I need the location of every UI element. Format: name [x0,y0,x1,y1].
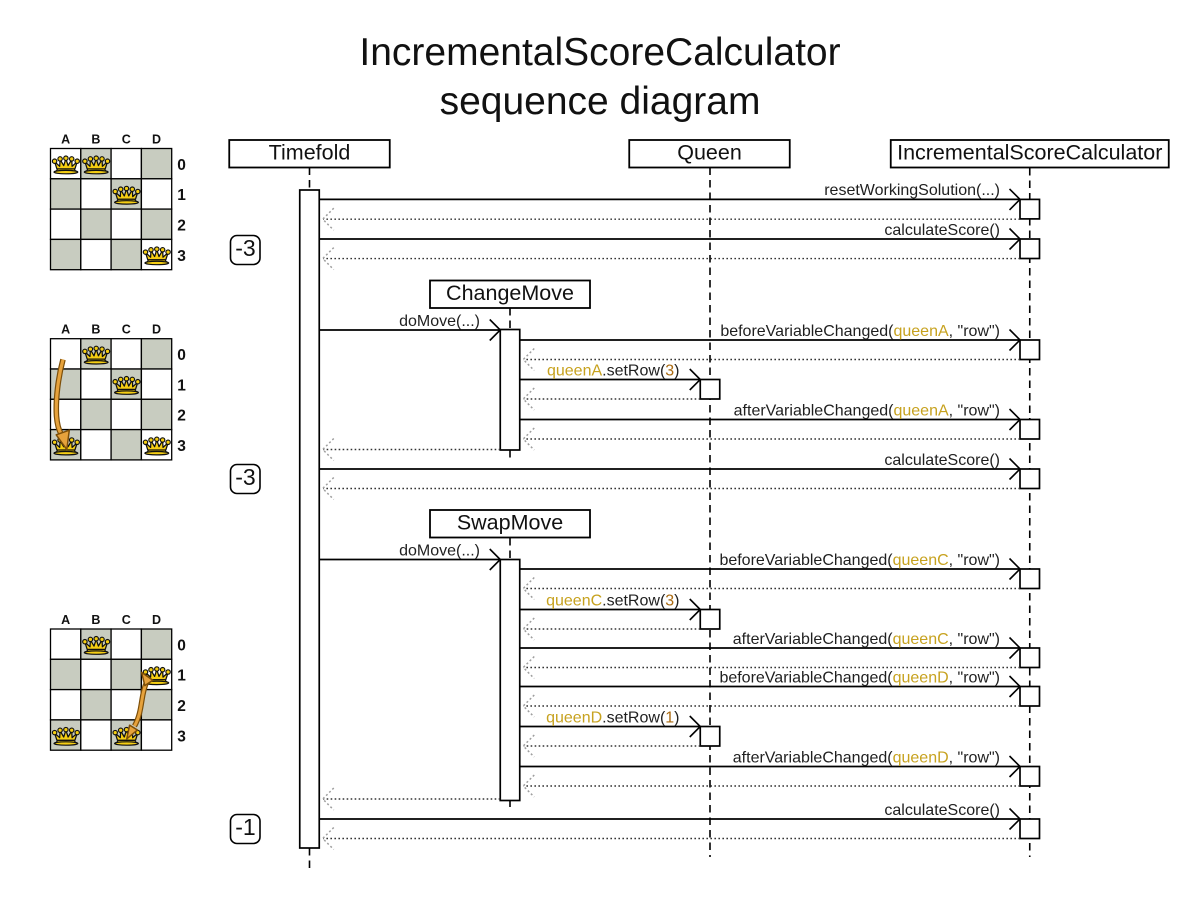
svg-text:IncrementalScoreCalculator: IncrementalScoreCalculator [359,31,840,74]
svg-text:2: 2 [177,698,186,715]
svg-text:D: D [152,613,161,627]
svg-text:-3: -3 [235,235,255,261]
svg-text:IncrementalScoreCalculator: IncrementalScoreCalculator [897,140,1162,164]
svg-text:afterVariableChanged(queenD, ": afterVariableChanged(queenD, "row") [733,749,1000,766]
svg-text:0: 0 [177,347,186,364]
svg-text:ChangeMove: ChangeMove [446,281,574,305]
svg-text:C: C [122,323,131,337]
svg-text:queenD.setRow(1): queenD.setRow(1) [546,709,679,726]
svg-text:Timefold: Timefold [269,140,351,164]
svg-text:C: C [122,613,131,627]
svg-text:calculateScore(): calculateScore() [884,802,1000,819]
svg-text:Queen: Queen [677,140,742,164]
svg-text:beforeVariableChanged(queenC,: beforeVariableChanged(queenC, "row") [719,552,1000,569]
svg-text:B: B [91,613,100,627]
svg-text:A: A [61,132,70,146]
svg-text:A: A [61,323,70,337]
svg-text:doMove(...): doMove(...) [399,542,480,559]
svg-text:1: 1 [177,668,186,685]
svg-text:0: 0 [177,637,186,654]
svg-text:C: C [122,132,131,146]
svg-text:beforeVariableChanged(queenA,: beforeVariableChanged(queenA, "row") [720,323,1000,340]
svg-text:queenC.setRow(3): queenC.setRow(3) [546,592,679,609]
svg-text:doMove(...): doMove(...) [399,313,480,330]
svg-text:-3: -3 [235,464,255,490]
svg-text:3: 3 [177,728,186,745]
svg-text:beforeVariableChanged(queenD,: beforeVariableChanged(queenD, "row") [719,669,1000,686]
svg-text:3: 3 [177,248,186,265]
svg-text:afterVariableChanged(queenC, ": afterVariableChanged(queenC, "row") [733,631,1000,648]
svg-text:3: 3 [177,438,186,455]
svg-text:D: D [152,132,161,146]
svg-text:1: 1 [177,377,186,394]
svg-text:calculateScore(): calculateScore() [884,452,1000,469]
svg-text:0: 0 [177,157,186,174]
svg-text:afterVariableChanged(queenA, ": afterVariableChanged(queenA, "row") [734,402,1000,419]
svg-text:D: D [152,323,161,337]
svg-text:queenA.setRow(3): queenA.setRow(3) [547,362,680,379]
svg-text:sequence diagram: sequence diagram [440,80,761,123]
svg-text:resetWorkingSolution(...): resetWorkingSolution(...) [824,182,1000,199]
svg-text:2: 2 [177,408,186,425]
svg-text:2: 2 [177,217,186,234]
svg-text:calculateScore(): calculateScore() [884,222,1000,239]
svg-text:B: B [91,323,100,337]
svg-text:A: A [61,613,70,627]
svg-text:B: B [91,132,100,146]
svg-text:-1: -1 [235,814,255,840]
svg-text:SwapMove: SwapMove [457,510,563,534]
svg-text:1: 1 [177,187,186,204]
